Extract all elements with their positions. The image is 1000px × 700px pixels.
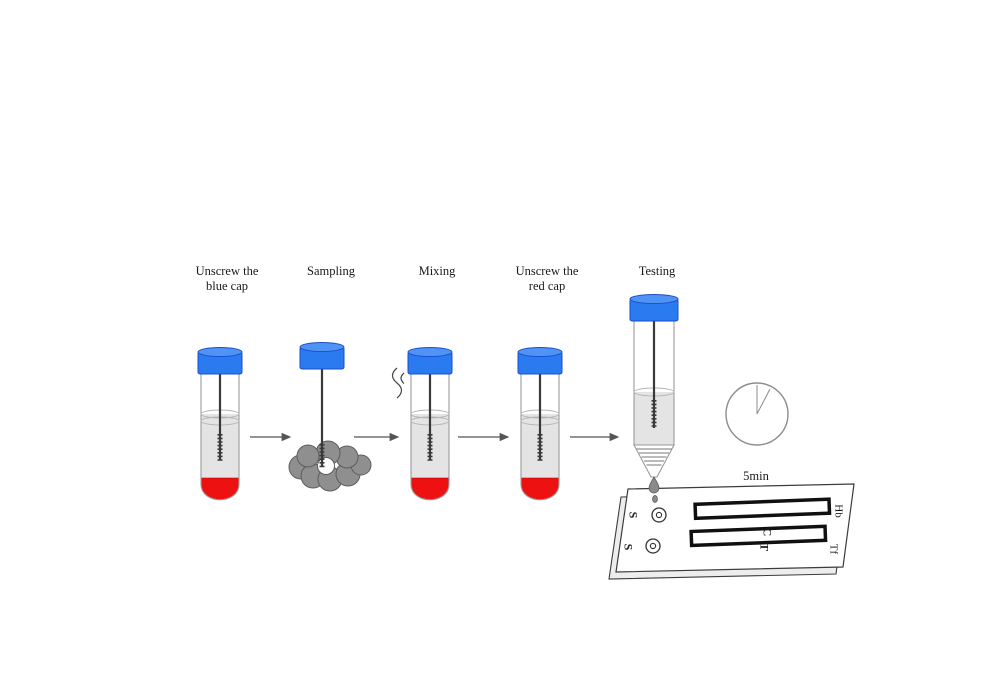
test-cassette: S S C T Hb Tf: [608, 476, 855, 580]
tube-step1-closed: [197, 347, 243, 501]
tube4-cap-top: [517, 347, 563, 357]
tube-step3-mixing: [407, 347, 453, 501]
tube3-blood-sample: [410, 477, 450, 500]
cassette-control-label: C: [760, 528, 774, 537]
tube-step4-unscrew-red: [517, 347, 563, 501]
result-window-2: [689, 524, 828, 548]
tube1-outline: [200, 374, 240, 501]
cassette-sample-label-2: S: [621, 544, 635, 551]
timer-clock: 5min: [725, 382, 789, 483]
step-label-unscrew-red-line2: red cap: [529, 279, 565, 293]
sample-droplet: [652, 495, 658, 503]
step-label-sampling: Sampling: [307, 264, 356, 278]
cassette-test-label: T: [757, 543, 771, 551]
tube4-outline: [520, 374, 560, 501]
sample-well-1-hole: [655, 511, 663, 519]
tube3-cap-top: [407, 347, 453, 357]
tube4-blood-sample: [520, 477, 560, 500]
timer-label: 5min: [743, 469, 769, 483]
tube-step5-testing: [629, 294, 679, 478]
step-label-mixing: Mixing: [419, 264, 457, 278]
sample-well-2-hole: [649, 542, 657, 550]
step-label-unscrew-blue-line1: Unscrew the: [196, 264, 259, 278]
sampling-step: [288, 342, 372, 492]
clock-hour-hand: [756, 388, 771, 415]
sample-drop: [648, 476, 660, 494]
shake-mark-2: [400, 372, 405, 384]
step-label-unscrew-red-line1: Unscrew the: [516, 264, 579, 278]
step-labels: Unscrew the blue cap Sampling Mixing Uns…: [196, 264, 676, 293]
tube3-outline: [410, 374, 450, 501]
stool-specimen: [288, 440, 372, 492]
step-label-testing: Testing: [639, 264, 676, 278]
shake-mark-1: [391, 367, 403, 399]
cassette-strip-label-hb: Hb: [832, 504, 844, 518]
result-windows: [689, 497, 832, 548]
sampling-cap-top: [299, 342, 345, 352]
result-window-1: [693, 497, 832, 521]
tube1-cap-top: [197, 347, 243, 357]
cassette-sample-label-1: S: [626, 512, 640, 519]
tube5-cap-top: [629, 294, 679, 304]
step-label-unscrew-blue-line2: blue cap: [206, 279, 248, 293]
tube1-blood-sample: [200, 477, 240, 500]
shake-marks: [391, 367, 405, 399]
cassette-strip-label-tf: Tf: [827, 544, 839, 555]
